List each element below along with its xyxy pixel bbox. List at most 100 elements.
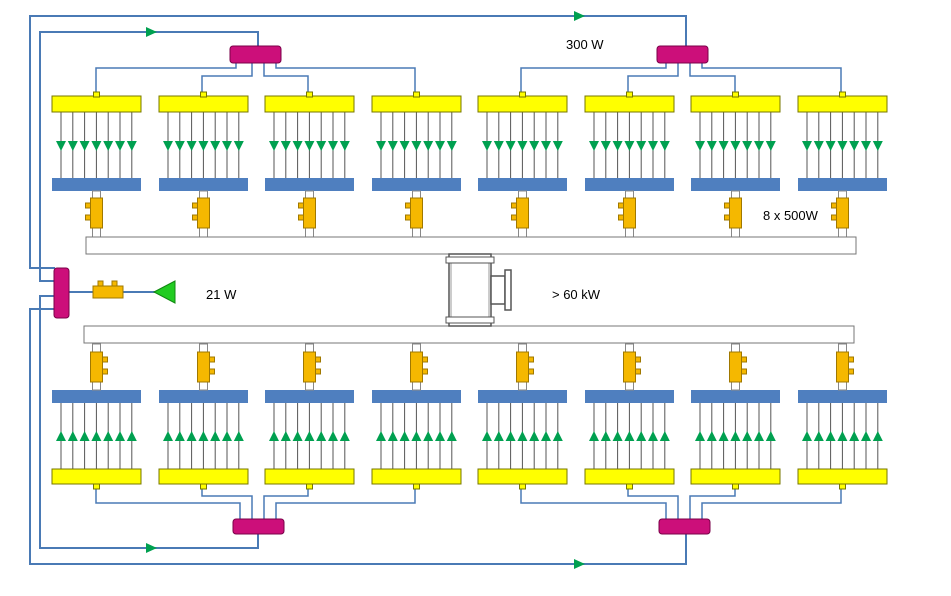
amp-arrow — [339, 431, 350, 441]
amp-arrow — [541, 141, 551, 151]
amp-arrow — [328, 431, 338, 441]
top-right-distribution — [520, 63, 667, 93]
coupler-tab — [102, 368, 108, 375]
splitter-module — [690, 468, 781, 485]
amp-arrow — [706, 431, 717, 441]
amp-arrow — [411, 141, 422, 151]
label-amplifiers-8x500w: 8 x 500W — [763, 208, 818, 223]
coupler-tab — [209, 356, 215, 363]
splitter-top-left — [229, 45, 282, 64]
bottom-left-distribution — [275, 489, 416, 519]
combiner-bar — [798, 390, 887, 403]
amp-arrow — [387, 431, 398, 441]
coupler — [516, 351, 529, 383]
module-port — [413, 91, 420, 98]
amp-arrow — [482, 431, 492, 441]
amp-arrow — [304, 431, 315, 441]
combiner-bar — [159, 390, 248, 403]
amp-arrow — [659, 431, 670, 441]
amp-arrow — [79, 141, 90, 151]
combiner-bar — [52, 390, 141, 403]
amp-arrow — [648, 431, 658, 441]
combiner-bar — [265, 390, 354, 403]
combiner-bar — [265, 178, 354, 191]
amp-arrow — [67, 141, 78, 151]
amp-arrow — [280, 141, 291, 151]
amp-arrow — [529, 141, 540, 151]
amp-arrow — [387, 141, 398, 151]
coupler-tab — [298, 214, 304, 221]
amplifier-unit-bottom — [690, 343, 781, 490]
coupler-tab — [192, 214, 198, 221]
amplifier-unit-bottom — [371, 343, 462, 490]
combiner-bar — [372, 178, 461, 191]
combiner-bar — [372, 390, 461, 403]
top-left-distribution — [275, 63, 416, 93]
bottom-left-distribution — [263, 489, 309, 519]
module-port — [200, 91, 207, 98]
amp-arrow — [589, 431, 599, 441]
amp-arrow — [505, 141, 516, 151]
coupler-tab — [405, 214, 411, 221]
splitter-module — [51, 95, 142, 113]
bottom-right-distribution — [701, 489, 842, 519]
feed-lines — [29, 15, 842, 565]
amp-arrow — [126, 141, 137, 151]
amp-arrow — [813, 141, 824, 151]
flow-arrow-bottom-inner — [146, 543, 157, 553]
amp-arrow — [600, 141, 611, 151]
amp-arrow — [56, 141, 66, 151]
driver-source-triangle — [152, 280, 176, 304]
coupler-tab — [848, 368, 854, 375]
amp-arrow — [517, 141, 528, 151]
amp-arrow — [328, 141, 338, 151]
coupler — [90, 351, 103, 383]
amp-arrow — [233, 141, 244, 151]
splitter-module — [51, 468, 142, 485]
amp-arrow — [292, 431, 303, 441]
amplifier-unit-top — [371, 91, 462, 238]
amp-arrow — [423, 141, 434, 151]
coupler-tab — [422, 356, 428, 363]
coupler-tab — [315, 356, 321, 363]
coupler-tab — [618, 202, 624, 209]
splitter-module — [584, 468, 675, 485]
combiner-bar — [52, 178, 141, 191]
coupler-tab — [618, 214, 624, 221]
amp-arrow — [636, 431, 647, 441]
module-port — [732, 91, 739, 98]
amp-arrow — [198, 431, 209, 441]
amplifier-unit-bottom — [797, 343, 888, 490]
bottom-right-distribution — [520, 489, 667, 519]
amplifier-unit-top — [797, 91, 888, 238]
amp-arrow — [754, 141, 764, 151]
coupler-tab — [848, 356, 854, 363]
amp-arrow — [695, 141, 705, 151]
coupler-tab — [192, 202, 198, 209]
top-right-distribution — [701, 63, 842, 93]
amp-arrow — [718, 141, 729, 151]
splitter-module — [158, 95, 249, 113]
splitter-module — [797, 468, 888, 485]
splitter-module — [477, 95, 568, 113]
coupler-tab — [635, 368, 641, 375]
amp-arrow — [659, 141, 670, 151]
amplifier-unit-bottom — [158, 343, 249, 490]
amp-arrow — [174, 431, 185, 441]
amp-arrow — [849, 431, 860, 441]
amp-arrow — [861, 141, 871, 151]
top-right-distribution — [689, 63, 736, 93]
amp-arrow — [446, 141, 457, 151]
amplifier-unit-top — [690, 91, 781, 238]
amplifier-unit-bottom — [51, 343, 142, 490]
coupler — [197, 197, 210, 229]
coupler-tab — [422, 368, 428, 375]
amp-arrow — [541, 431, 551, 441]
amp-arrow — [624, 431, 635, 441]
splitter-module — [477, 468, 568, 485]
amp-arrow — [115, 141, 125, 151]
amp-arrow — [126, 431, 137, 441]
amp-arrow — [163, 431, 173, 441]
coupler — [516, 197, 529, 229]
amp-arrow — [210, 141, 221, 151]
